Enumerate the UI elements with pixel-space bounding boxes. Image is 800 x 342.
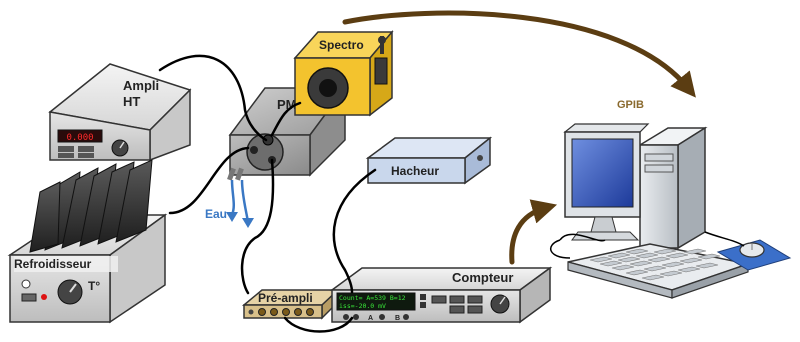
preampli-label: Pré-ampli — [258, 291, 313, 305]
eau-label: Eau — [205, 207, 227, 221]
cooling-fins — [29, 159, 153, 253]
ampli-label-line2: HT — [123, 94, 140, 109]
chiller-switch[interactable] — [21, 279, 31, 289]
gpib-label: GPIB — [617, 99, 644, 111]
spectro-device: Spectro — [293, 29, 394, 117]
counter-display-line2: iss=-20.0 mV — [339, 302, 386, 310]
computer — [550, 123, 792, 299]
ampli-display-text: 0.000 — [66, 133, 93, 143]
spectro-label: Spectro — [319, 38, 364, 52]
counter-display — [336, 292, 416, 311]
compteur-device: Compteur Count= A=539 B=12 iss=-20.0 mV … — [329, 266, 553, 324]
temperature-label: T° — [88, 279, 100, 293]
hacheur-device: Hacheur — [365, 136, 493, 185]
port-b-label: B — [395, 315, 400, 322]
ampli-label-line1: Ampli — [123, 78, 159, 93]
chiller-led — [41, 294, 47, 300]
signal-cables — [158, 54, 377, 333]
counter-display-line1: Count= A=539 B=12 — [339, 294, 406, 302]
hacheur-label: Hacheur — [391, 164, 439, 178]
water-flow-arrows — [226, 179, 254, 228]
ampli-display — [57, 129, 103, 143]
port-a-label: A — [368, 315, 373, 322]
keyboard-icon[interactable] — [567, 243, 751, 299]
gpib-arrows — [342, 10, 696, 265]
refroidisseur-device: Refroidisseur T° — [7, 159, 168, 324]
compteur-label: Compteur — [452, 270, 513, 285]
monitor — [563, 123, 650, 241]
refroidisseur-label: Refroidisseur — [14, 257, 92, 271]
preampli-device: Pré-ampli — [241, 288, 340, 320]
desktop-computer-icon — [637, 126, 708, 250]
mouse-icon[interactable] — [739, 242, 765, 258]
ampli-ht-device: 0.000 Ampli HT — [48, 63, 192, 162]
